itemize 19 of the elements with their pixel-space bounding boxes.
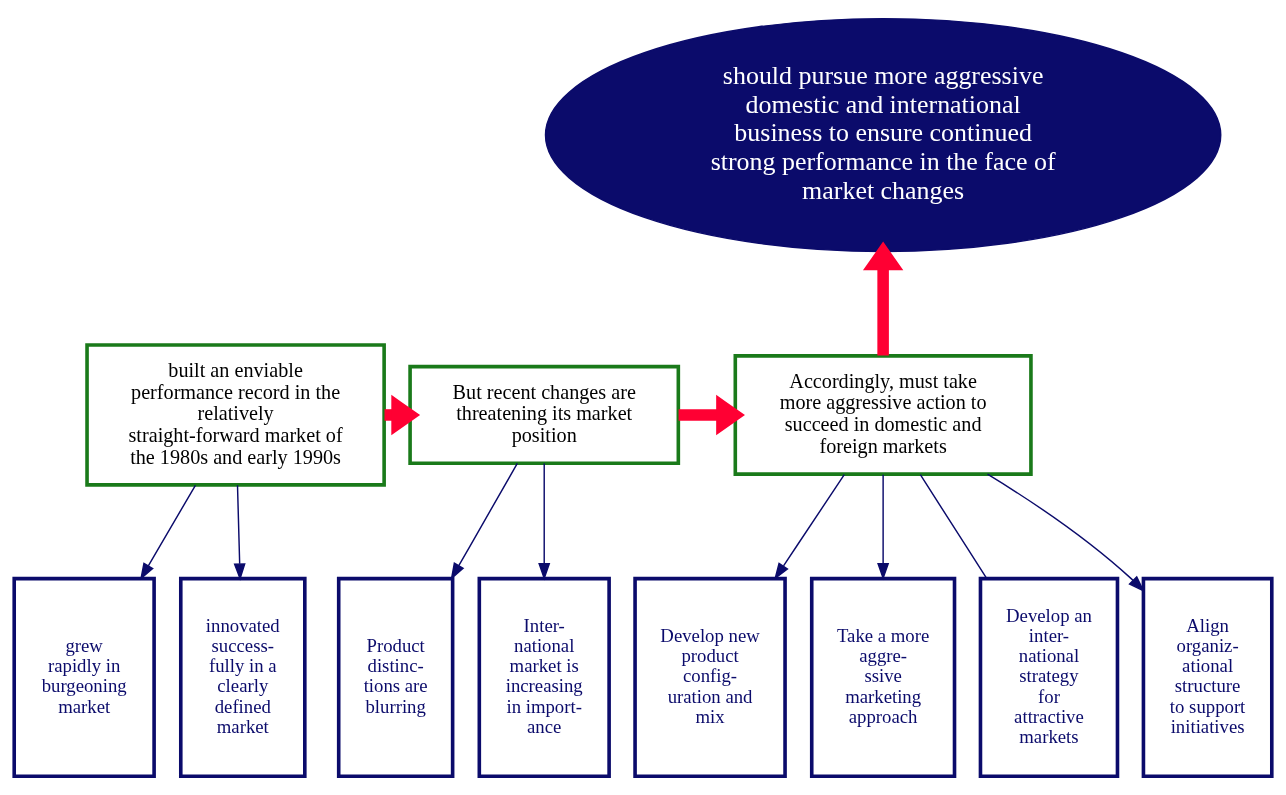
node-box: innovated success- fully in a clearly defined market xyxy=(178,576,307,779)
arrow xyxy=(233,484,246,581)
arrow xyxy=(986,473,1145,593)
connector xyxy=(919,473,988,579)
node-box: Accordingly, must take more aggressive action to succeed in domestic and foreign markets xyxy=(733,354,1033,476)
node-box: Develop an inter- national strategy for attractive markets xyxy=(978,576,1120,779)
arrow xyxy=(774,473,845,580)
node-box: Align organiz- ational structure to support initiatives xyxy=(1141,576,1274,779)
node-ellipse: should pursue more aggressive domestic and international business to ensure continued strong performance in the face of market changes xyxy=(544,17,1222,253)
arrow xyxy=(678,394,745,436)
node-box: Develop new product config- uration and mix xyxy=(633,576,787,779)
arrow xyxy=(538,462,551,581)
node-box: Inter- national market is increasing in import- ance xyxy=(477,576,611,779)
node-box: But recent changes are threatening its market position xyxy=(408,364,681,466)
node-box: Take a more aggre- ssive marketing approach xyxy=(809,576,957,779)
node-box: grew rapidly in burgeoning market xyxy=(12,576,156,779)
node-box: built an enviable performance record in the relatively straight-forward market of the 1980s and early 1990s xyxy=(85,343,386,487)
arrow xyxy=(862,241,904,356)
node-box: Product distinc- tions are blurring xyxy=(336,576,455,779)
